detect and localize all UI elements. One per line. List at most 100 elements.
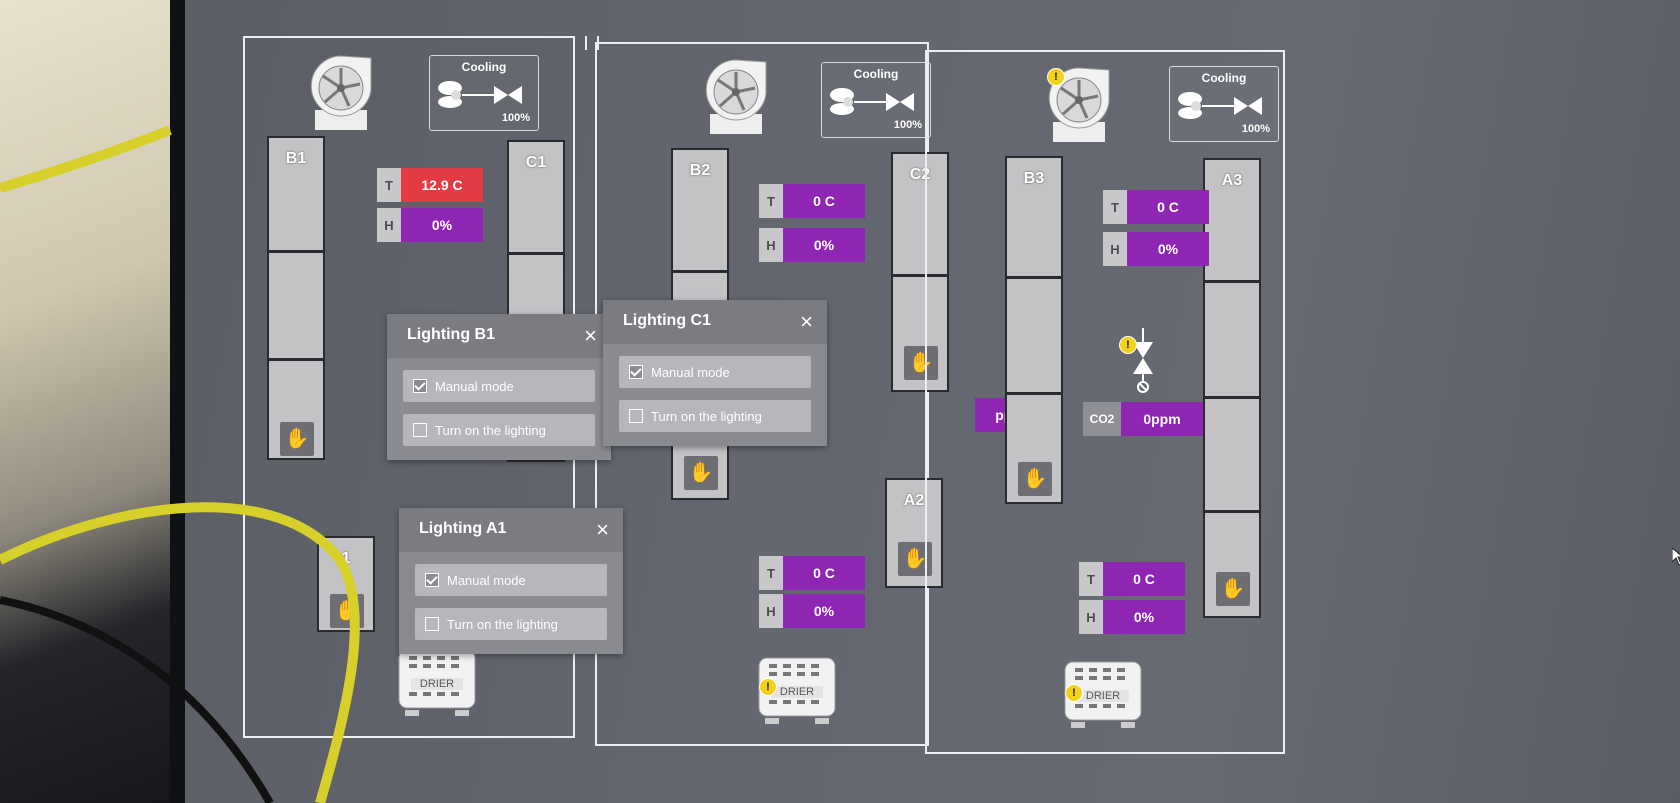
sensor-key: T bbox=[759, 556, 783, 590]
rack-c2[interactable]: C2 ✋ bbox=[891, 152, 949, 392]
turn-on-lighting-checkbox[interactable]: Turn on the lighting bbox=[415, 608, 607, 640]
co2-sensor-zone-3[interactable]: CO2 0ppm bbox=[1083, 402, 1203, 436]
sensor-key: T bbox=[377, 168, 401, 202]
cooling-label: Cooling bbox=[853, 67, 899, 81]
checkbox-unchecked-icon[interactable] bbox=[629, 409, 643, 423]
sensor-key: H bbox=[759, 228, 783, 262]
cooling-indicator[interactable]: Cooling 100% bbox=[1169, 66, 1279, 142]
rack-label: A2 bbox=[903, 492, 925, 509]
temperature-sensor-b1[interactable]: T 12.9 C bbox=[377, 168, 483, 202]
dialog-header: Lighting A1 × bbox=[399, 508, 623, 552]
cooling-label: Cooling bbox=[461, 60, 507, 74]
cooling-percent: 100% bbox=[501, 112, 530, 124]
hand-icon[interactable]: ✋ bbox=[1216, 572, 1250, 606]
temperature-value: 0 C bbox=[1127, 190, 1209, 224]
sensor-key: T bbox=[1103, 190, 1127, 224]
rack-a2[interactable]: A2 ✋ bbox=[885, 478, 943, 588]
checkbox-label: Turn on the lighting bbox=[435, 422, 546, 438]
checkbox-checked-icon[interactable] bbox=[629, 365, 643, 379]
humidity-value: 0% bbox=[401, 208, 483, 242]
cooling-indicator[interactable]: Cooling 100% bbox=[429, 55, 539, 131]
rack-a3[interactable]: A3 ✋ bbox=[1203, 158, 1261, 618]
manual-mode-checkbox[interactable]: Manual mode bbox=[403, 370, 595, 402]
warning-icon: ! bbox=[1119, 336, 1137, 354]
sensor-key: H bbox=[377, 208, 401, 242]
mouse-cursor-icon bbox=[1672, 548, 1680, 566]
humidity-value: 0% bbox=[1103, 600, 1185, 634]
checkbox-unchecked-icon[interactable] bbox=[413, 423, 427, 437]
cooling-label: Cooling bbox=[1201, 71, 1247, 85]
rack-b3[interactable]: B3 ✋ bbox=[1005, 156, 1063, 504]
rack-divider bbox=[1007, 276, 1061, 279]
lighting-dialog-a1: Lighting A1 × Manual mode Turn on the li… bbox=[399, 508, 623, 654]
checkbox-label: Turn on the lighting bbox=[651, 408, 762, 424]
checkbox-label: Turn on the lighting bbox=[447, 616, 558, 632]
turn-on-lighting-checkbox[interactable]: Turn on the lighting bbox=[619, 400, 811, 432]
humidity-sensor-b1[interactable]: H 0% bbox=[377, 208, 483, 242]
checkbox-unchecked-icon[interactable] bbox=[425, 617, 439, 631]
hand-icon[interactable]: ✋ bbox=[1018, 462, 1052, 496]
rack-label: B3 bbox=[1023, 170, 1045, 187]
dialog-title: Lighting B1 bbox=[407, 326, 495, 343]
temperature-sensor-a2[interactable]: T 0 C bbox=[759, 556, 865, 590]
checkbox-label: Manual mode bbox=[651, 364, 730, 380]
humidity-sensor-a3[interactable]: H 0% bbox=[1079, 600, 1185, 634]
rack-divider bbox=[269, 358, 323, 361]
hand-icon[interactable]: ✋ bbox=[684, 456, 718, 490]
propeller-valve-icon bbox=[1178, 92, 1262, 119]
humidity-sensor-b2[interactable]: H 0% bbox=[759, 228, 865, 262]
hand-icon[interactable]: ✋ bbox=[904, 346, 938, 380]
checkbox-label: Manual mode bbox=[435, 378, 514, 394]
sensor-key: T bbox=[1079, 562, 1103, 596]
checkbox-checked-icon[interactable] bbox=[413, 379, 427, 393]
temperature-value: 0 C bbox=[783, 184, 865, 218]
close-icon[interactable]: × bbox=[596, 517, 609, 542]
humidity-sensor-a2[interactable]: H 0% bbox=[759, 594, 865, 628]
rack-label: B1 bbox=[285, 150, 307, 167]
rack-label: A3 bbox=[1221, 172, 1243, 189]
checkbox-label: Manual mode bbox=[447, 572, 526, 588]
fan-icon bbox=[310, 55, 372, 130]
sensor-key: CO2 bbox=[1083, 402, 1121, 436]
sensor-key: H bbox=[1103, 232, 1127, 266]
humidity-value: 0% bbox=[1127, 232, 1209, 266]
hand-icon[interactable]: ✋ bbox=[280, 422, 314, 456]
dialog-header: Lighting C1 × bbox=[603, 300, 827, 344]
zone-3-frame bbox=[925, 50, 1285, 754]
valve-icon[interactable] bbox=[1129, 328, 1157, 394]
temperature-value: 12.9 C bbox=[401, 168, 483, 202]
turn-on-lighting-checkbox[interactable]: Turn on the lighting bbox=[403, 414, 595, 446]
dialog-header: Lighting B1 × bbox=[387, 314, 611, 358]
propeller-valve-icon bbox=[438, 81, 522, 108]
temperature-value: 0 C bbox=[783, 556, 865, 590]
rack-divider bbox=[1007, 392, 1061, 395]
cooling-percent: 100% bbox=[893, 119, 922, 131]
rack-a1[interactable]: 1 ✋ bbox=[317, 536, 375, 632]
close-icon[interactable]: × bbox=[800, 309, 813, 334]
manual-mode-checkbox[interactable]: Manual mode bbox=[415, 564, 607, 596]
checkbox-checked-icon[interactable] bbox=[425, 573, 439, 587]
warning-icon: ! bbox=[1047, 68, 1065, 86]
close-icon[interactable]: × bbox=[584, 323, 597, 348]
manual-mode-checkbox[interactable]: Manual mode bbox=[619, 356, 811, 388]
humidity-sensor-b3[interactable]: H 0% bbox=[1103, 232, 1209, 266]
cooling-indicator[interactable]: Cooling 100% bbox=[821, 62, 931, 138]
sensor-key: H bbox=[759, 594, 783, 628]
drier-label: DRIER bbox=[411, 678, 463, 690]
rack-b1[interactable]: B1 ✋ bbox=[267, 136, 325, 460]
hmi-screen: Cooling 100% B1 ✋ C1 ✋ T 12.9 C H 0% 1 ✋ bbox=[185, 0, 1680, 803]
rack-label: 1 bbox=[341, 550, 351, 567]
dialog-title: Lighting A1 bbox=[419, 520, 507, 537]
fan-icon bbox=[705, 59, 767, 134]
hand-icon[interactable]: ✋ bbox=[330, 594, 364, 628]
temperature-sensor-b3[interactable]: T 0 C bbox=[1103, 190, 1209, 224]
temperature-sensor-b2[interactable]: T 0 C bbox=[759, 184, 865, 218]
temperature-sensor-a3[interactable]: T 0 C bbox=[1079, 562, 1185, 596]
cooling-percent: 100% bbox=[1241, 123, 1270, 135]
rack-divider bbox=[509, 252, 563, 255]
rack-divider bbox=[269, 250, 323, 253]
sensor-key: T bbox=[759, 184, 783, 218]
temperature-value: 0 C bbox=[1103, 562, 1185, 596]
dialog-title: Lighting C1 bbox=[623, 312, 711, 329]
propeller-valve-icon bbox=[830, 88, 914, 115]
